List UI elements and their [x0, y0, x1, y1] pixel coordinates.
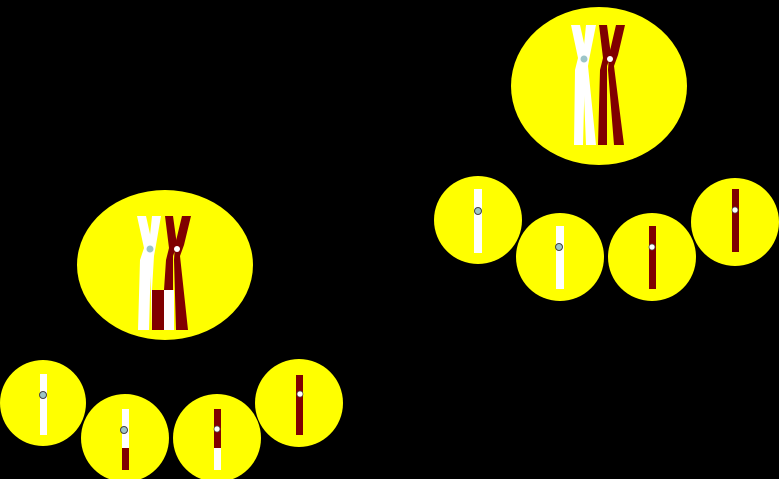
- gamete-3: [173, 394, 261, 479]
- parent-cell: [511, 7, 687, 165]
- crossover-segment: [152, 290, 164, 330]
- centromere-icon: [580, 55, 588, 63]
- centromere-icon: [607, 56, 613, 62]
- parent-cell: [77, 190, 253, 340]
- paternal-chromosome: [164, 216, 191, 330]
- paternal-chromosome: [598, 25, 625, 145]
- centromere-icon: [213, 425, 221, 433]
- gamete-2: [81, 394, 169, 479]
- centromere-icon: [474, 207, 482, 215]
- gamete-1: [434, 176, 522, 264]
- panel-crossover: [0, 190, 343, 479]
- centromere-icon: [555, 243, 563, 251]
- maternal-chromosome: [571, 25, 596, 145]
- crossover-segment: [164, 290, 174, 330]
- gamete-4: [691, 178, 779, 266]
- panel-no-crossover: [434, 7, 779, 301]
- maternal-chromosome: [137, 216, 164, 330]
- centromere-icon: [174, 246, 180, 252]
- gamete-2: [516, 213, 604, 301]
- gamete-4: [255, 359, 343, 447]
- centromere-icon: [39, 391, 47, 399]
- centromere-icon: [296, 390, 304, 398]
- gamete-3: [608, 213, 696, 301]
- centromere-icon: [146, 245, 154, 253]
- centromere-icon: [120, 426, 128, 434]
- gamete-1: [0, 360, 86, 446]
- centromere-icon: [648, 243, 656, 251]
- centromere-icon: [731, 206, 739, 214]
